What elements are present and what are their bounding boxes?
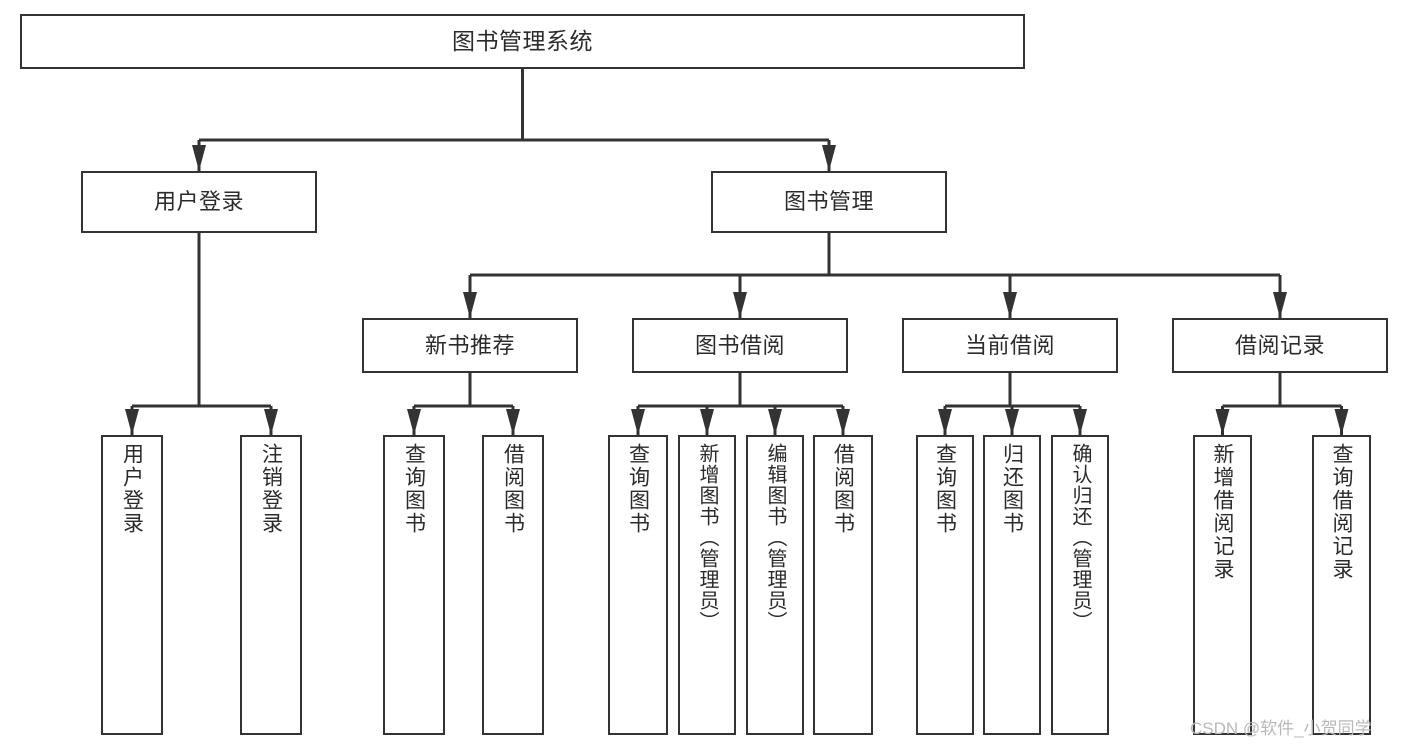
node-root[interactable]: 图书管理系统 bbox=[20, 14, 1025, 69]
arrowhead-new-book-recommend bbox=[463, 292, 477, 318]
arrowhead-user-login bbox=[192, 145, 206, 171]
node-borrow-record[interactable]: 借阅记录 bbox=[1172, 318, 1388, 373]
arrowhead-current-borrow bbox=[1003, 292, 1017, 318]
node-label-leaf-user-login: 用户登录 bbox=[120, 443, 144, 535]
node-label-leaf-query-borrow-record: 查询借阅记录 bbox=[1330, 443, 1353, 581]
arrowhead-leaf-query-borrow-record bbox=[1334, 409, 1349, 435]
node-leaf-edit-book-admin[interactable]: 编辑图书（管理员） bbox=[746, 435, 804, 735]
node-label-leaf-query-book-recommend: 查询图书 bbox=[402, 443, 426, 535]
node-label-new-book-recommend: 新书推荐 bbox=[424, 332, 515, 358]
node-label-leaf-query-book-current: 查询图书 bbox=[933, 443, 957, 535]
node-leaf-borrow-book[interactable]: 借阅图书 bbox=[813, 435, 873, 735]
node-leaf-confirm-return-admin[interactable]: 确认归还（管理员） bbox=[1051, 435, 1109, 735]
arrowhead-leaf-user-logout bbox=[264, 409, 278, 435]
node-label-leaf-user-logout: 注销登录 bbox=[259, 443, 283, 535]
node-new-book-recommend[interactable]: 新书推荐 bbox=[362, 318, 578, 373]
arrowhead-leaf-borrow-book bbox=[836, 409, 850, 435]
node-label-book-manage: 图书管理 bbox=[783, 189, 874, 215]
node-label-borrow-record: 借阅记录 bbox=[1234, 332, 1325, 358]
arrowhead-book-borrow bbox=[733, 292, 747, 318]
node-book-borrow[interactable]: 图书借阅 bbox=[632, 318, 848, 373]
node-leaf-user-logout[interactable]: 注销登录 bbox=[240, 435, 302, 735]
node-leaf-add-book-admin[interactable]: 新增图书（管理员） bbox=[678, 435, 736, 735]
arrowhead-leaf-query-book-borrow bbox=[631, 409, 645, 435]
arrowhead-borrow-record bbox=[1273, 292, 1287, 318]
node-label-leaf-query-book-borrow: 查询图书 bbox=[626, 443, 650, 535]
node-current-borrow[interactable]: 当前借阅 bbox=[902, 318, 1118, 373]
node-user-login[interactable]: 用户登录 bbox=[81, 171, 317, 233]
node-leaf-borrow-book-recommend[interactable]: 借阅图书 bbox=[482, 435, 544, 735]
arrowhead-leaf-add-book-admin bbox=[700, 409, 714, 435]
arrowhead-leaf-borrow-book-recommend bbox=[506, 409, 520, 435]
node-label-leaf-confirm-return-admin: 确认归还（管理员） bbox=[1069, 443, 1091, 632]
node-label-current-borrow: 当前借阅 bbox=[964, 332, 1055, 358]
arrowhead-leaf-query-book-current bbox=[938, 409, 952, 435]
node-label-leaf-return-book: 归还图书 bbox=[1000, 443, 1024, 535]
node-leaf-query-book-borrow[interactable]: 查询图书 bbox=[608, 435, 668, 735]
node-book-manage[interactable]: 图书管理 bbox=[711, 171, 947, 233]
node-label-leaf-add-borrow-record: 新增借阅记录 bbox=[1211, 443, 1234, 581]
node-leaf-user-login[interactable]: 用户登录 bbox=[101, 435, 163, 735]
arrowhead-leaf-user-login bbox=[125, 409, 139, 435]
node-label-user-login: 用户登录 bbox=[153, 189, 244, 215]
arrowhead-leaf-query-book-recommend bbox=[407, 409, 421, 435]
arrowhead-leaf-confirm-return-admin bbox=[1073, 409, 1087, 435]
node-leaf-query-book-recommend[interactable]: 查询图书 bbox=[383, 435, 445, 735]
node-label-root: 图书管理系统 bbox=[452, 27, 593, 54]
arrowhead-leaf-edit-book-admin bbox=[768, 409, 782, 435]
arrowhead-book-manage bbox=[822, 145, 836, 171]
node-label-leaf-add-book-admin: 新增图书（管理员） bbox=[696, 443, 718, 632]
arrowhead-leaf-add-borrow-record bbox=[1215, 409, 1230, 435]
node-leaf-query-borrow-record[interactable]: 查询借阅记录 bbox=[1312, 435, 1371, 735]
node-label-book-borrow: 图书借阅 bbox=[694, 332, 785, 358]
node-leaf-add-borrow-record[interactable]: 新增借阅记录 bbox=[1193, 435, 1252, 735]
node-leaf-return-book[interactable]: 归还图书 bbox=[983, 435, 1041, 735]
node-label-leaf-borrow-book-recommend: 借阅图书 bbox=[501, 443, 525, 535]
arrowhead-leaf-return-book bbox=[1005, 409, 1019, 435]
node-label-leaf-borrow-book: 借阅图书 bbox=[831, 443, 855, 535]
node-leaf-query-book-current[interactable]: 查询图书 bbox=[916, 435, 974, 735]
node-label-leaf-edit-book-admin: 编辑图书（管理员） bbox=[764, 443, 786, 632]
